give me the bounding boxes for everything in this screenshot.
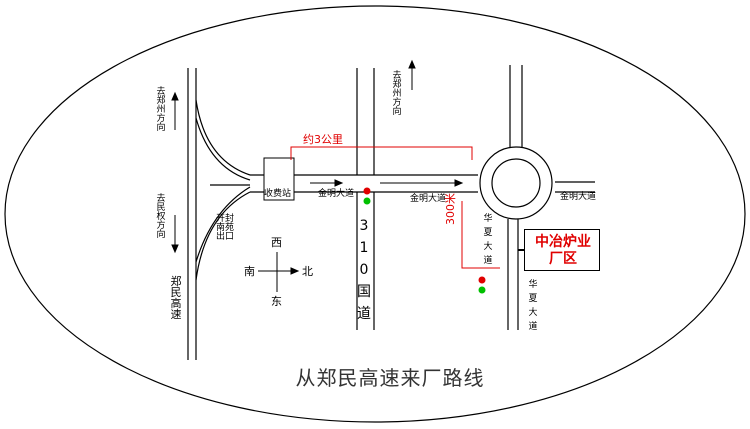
direction-arrows — [171, 59, 464, 254]
traffic-light-1 — [363, 187, 371, 205]
factory-name-line2: 厂区 — [549, 251, 577, 267]
national-road-310 — [356, 68, 375, 330]
zhengmin-expressway — [187, 68, 251, 360]
map-frame-ellipse — [4, 5, 746, 423]
to-zhengzhou-left-label: 去郑州方向 — [156, 87, 166, 133]
to-minquan-label: 去民权方向 — [156, 194, 166, 240]
zhengmin-expressway-label: 郑民高速 — [170, 275, 182, 321]
toll-station-box — [263, 157, 295, 201]
huaxia-road-label-1: 华夏大道 — [483, 214, 493, 266]
jinming-road-label-3: 金明大道 — [560, 192, 597, 202]
traffic-light-2 — [478, 276, 486, 294]
huaxia-road — [507, 219, 519, 330]
compass-west-label: 西 — [271, 236, 282, 249]
kaifeng-south-exit-label: 开封南苑出口 — [215, 214, 234, 242]
huaxia-road-label-2: 华夏大道 — [528, 280, 538, 332]
national-road-310-label: 310国道 — [357, 218, 371, 322]
factory-name-line1: 中冶炉业 — [535, 234, 591, 250]
north-road — [509, 65, 523, 148]
compass-south-label: 南 — [244, 265, 255, 278]
jinming-road-label-1: 金明大道 — [318, 189, 355, 199]
route-overlay — [290, 146, 500, 269]
map-title: 从郑民高速来厂路线 — [295, 366, 485, 390]
factory-name: 中冶炉业 厂区 — [525, 234, 601, 268]
compass — [258, 252, 300, 292]
distance-3km-label: 约3公里 — [303, 133, 343, 146]
compass-east-label: 东 — [271, 295, 282, 308]
to-zhengzhou-top-label: 去郑州方向 — [392, 71, 402, 117]
distance-300m-label: 300米 — [444, 193, 457, 225]
toll-station-label: 收费站 — [264, 189, 292, 199]
roundabout — [479, 146, 553, 220]
compass-north-label: 北 — [302, 265, 313, 278]
factory-marker: 中冶炉业 厂区 — [524, 229, 600, 271]
jinming-road-label-2: 金明大道 — [410, 194, 447, 204]
